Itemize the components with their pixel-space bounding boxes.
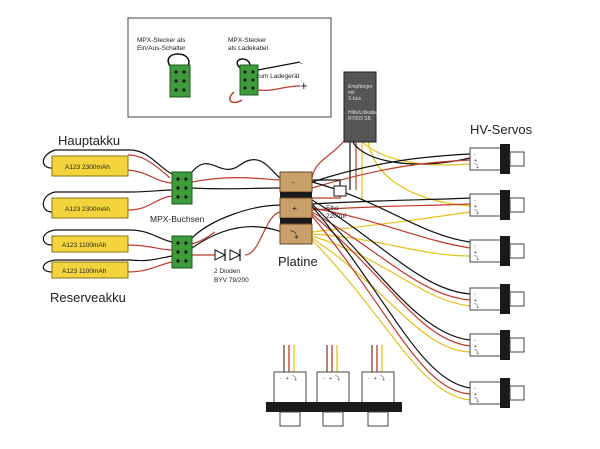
sockets-label: MPX-Buchsen bbox=[150, 214, 205, 224]
servo-signal: ⤵ bbox=[380, 376, 385, 382]
board-plus-mark: + bbox=[292, 203, 297, 213]
charger-plus: + bbox=[300, 78, 308, 93]
receiver-line5: R7003 SB bbox=[348, 116, 371, 122]
diodes-label-line2: BYV 79/200 bbox=[214, 277, 249, 284]
servo-plus: + bbox=[286, 376, 289, 382]
battery-label: A123 1100mAh bbox=[62, 268, 107, 275]
servo-signal: ⤵ bbox=[292, 376, 297, 382]
battery-label: A123 2300mAh bbox=[65, 164, 110, 171]
capacitor-icon bbox=[333, 185, 347, 197]
servo-right: - + ⤵ bbox=[469, 236, 525, 266]
servo-minus: - bbox=[474, 198, 476, 204]
diode-icon bbox=[229, 249, 242, 261]
servo-right: - + ⤵ bbox=[469, 144, 525, 174]
distribution-board: - + ⤵ bbox=[279, 171, 313, 245]
battery-label: A123 2300mAh bbox=[65, 206, 110, 213]
board-signal-mark: ⤵ bbox=[290, 230, 299, 240]
servo-plus: + bbox=[474, 158, 477, 164]
servo-minus: - bbox=[368, 376, 370, 382]
board-label: Platine bbox=[278, 254, 318, 269]
battery-pack: A123 2300mAh bbox=[51, 155, 129, 177]
switch-caption-line2: Ein/Aus-Schalter bbox=[137, 45, 186, 52]
receiver: Empfänger mit S-bus Hilfe/Lötkabe R7003 … bbox=[343, 71, 377, 143]
servo-plus: + bbox=[374, 376, 377, 382]
servo-right: - + ⤵ bbox=[469, 284, 525, 314]
battery-pack: A123 1100mAh bbox=[51, 261, 129, 279]
servo-minus: - bbox=[323, 376, 325, 382]
servo-right: - + ⤵ bbox=[469, 378, 525, 408]
servo-right: - + ⤵ bbox=[469, 190, 525, 220]
servo-bottom: - + ⤵ bbox=[354, 345, 402, 427]
servo-signal: ⤵ bbox=[335, 376, 340, 382]
servo-minus: - bbox=[280, 376, 282, 382]
battery-label: A123 1100mAh bbox=[62, 242, 107, 249]
servo-plus: + bbox=[474, 344, 477, 350]
wiring bbox=[42, 139, 471, 401]
servo-bottom: - + ⤵ bbox=[266, 345, 314, 427]
battery-pack: A123 1100mAh bbox=[51, 235, 129, 253]
servo-signal: ⤵ bbox=[474, 350, 479, 356]
capacitor-label-line2: 2200µf bbox=[326, 213, 346, 220]
charge-plug-icon bbox=[229, 58, 301, 104]
servo-signal: ⤵ bbox=[474, 304, 479, 310]
servo-minus: - bbox=[474, 386, 476, 392]
servo-right: - + ⤵ bbox=[469, 330, 525, 360]
servo-minus: - bbox=[474, 152, 476, 158]
servo-minus: - bbox=[474, 292, 476, 298]
receiver-line1: Empfänger bbox=[348, 84, 373, 90]
switch-plug-icon bbox=[167, 53, 191, 98]
charge-caption-line1: MPX-Stecker bbox=[228, 37, 267, 44]
mpx-socket-reserve bbox=[171, 235, 193, 269]
mpx-socket-main bbox=[171, 171, 193, 205]
servo-plus: + bbox=[474, 250, 477, 256]
charge-caption-line2: als Ladekabel bbox=[228, 45, 269, 52]
servos-label: HV-Servos bbox=[470, 122, 533, 137]
servo-bottom: - + ⤵ bbox=[309, 345, 357, 427]
connector-legend-box: MPX-Stecker als Ein/Aus-Schalter MPX-Ste… bbox=[127, 17, 332, 118]
switch-caption-line1: MPX-Stecker als bbox=[137, 37, 186, 44]
charger-minus: - bbox=[300, 58, 303, 68]
charger-label: zum Ladegerät bbox=[256, 73, 300, 80]
servo-signal: ⤵ bbox=[474, 256, 479, 262]
reserve-pack-label: Reserveakku bbox=[50, 290, 126, 305]
receiver-line2: mit bbox=[348, 90, 355, 96]
servo-minus: - bbox=[474, 244, 476, 250]
battery-pack: A123 2300mAh bbox=[51, 197, 129, 219]
main-pack-label: Hauptakku bbox=[58, 133, 120, 148]
diodes-label-line1: 2 Dioden bbox=[214, 268, 240, 275]
receiver-line4: Hilfe/Lötkabe bbox=[348, 110, 377, 116]
servo-plus: + bbox=[474, 392, 477, 398]
servo-signal: ⤵ bbox=[474, 164, 479, 170]
board-minus-mark: - bbox=[292, 177, 295, 187]
receiver-line3: S-bus bbox=[348, 96, 362, 102]
servo-minus: - bbox=[474, 338, 476, 344]
servo-signal: ⤵ bbox=[474, 210, 479, 216]
servo-signal: ⤵ bbox=[474, 398, 479, 404]
servo-plus: + bbox=[474, 204, 477, 210]
servo-plus: + bbox=[474, 298, 477, 304]
capacitor-label-line1: Elko bbox=[326, 205, 339, 212]
servo-plus: + bbox=[329, 376, 332, 382]
diode-icon bbox=[214, 249, 227, 261]
